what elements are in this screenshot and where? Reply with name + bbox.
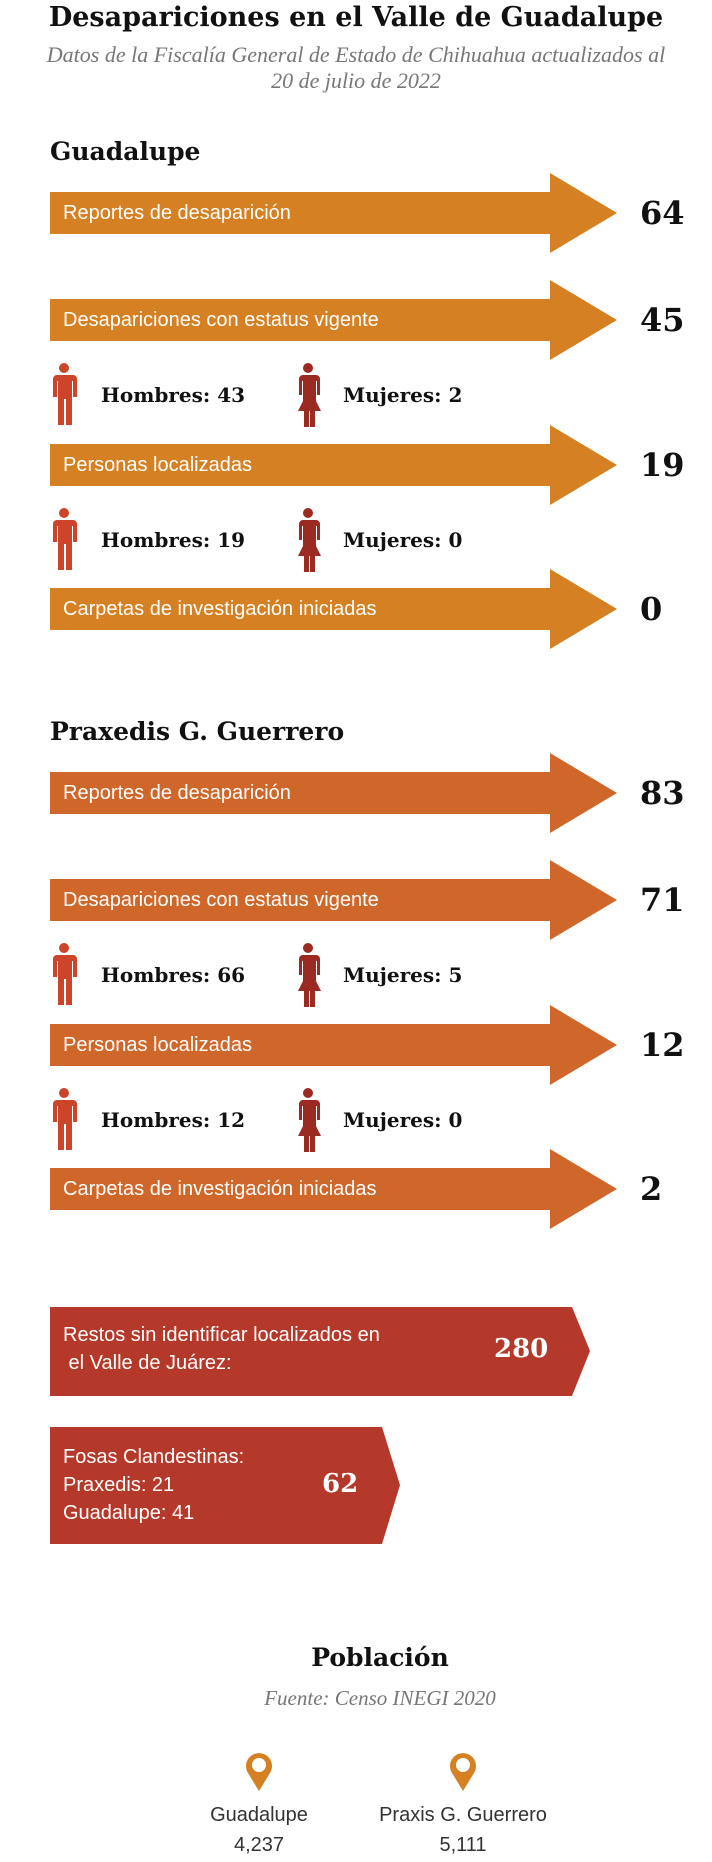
reportes-value: 83 <box>640 774 685 812</box>
arrow-shape <box>50 280 617 360</box>
vigente-value: 45 <box>640 301 685 339</box>
localizadas-arrow: Personas localizadas <box>50 1005 617 1085</box>
reportes-label: Reportes de desaparición <box>63 782 291 804</box>
vigente-label: Desapariciones con estatus vigente <box>63 309 379 331</box>
mujeres-count: Mujeres: 0 <box>343 528 463 552</box>
fosas-line1: Fosas Clandestinas: <box>63 1446 245 1468</box>
map-pin-icon <box>246 1753 272 1791</box>
reportes-arrow: Reportes de desaparición <box>50 753 617 833</box>
carpetas-label: Carpetas de investigación iniciadas <box>63 598 377 620</box>
vigente-arrow: Desapariciones con estatus vigente <box>50 280 617 360</box>
woman-icon <box>298 363 321 427</box>
map-pin-icon <box>450 1753 476 1791</box>
arrow-shape <box>50 860 617 940</box>
vigente-value: 71 <box>640 881 685 919</box>
arrow-shape <box>50 753 617 833</box>
localizadas-value: 12 <box>640 1026 685 1064</box>
fosas-line2: Praxedis: 21 <box>63 1474 175 1496</box>
mujeres-count: Mujeres: 5 <box>343 963 463 987</box>
hombres-count: Hombres: 12 <box>101 1108 246 1132</box>
restos-line1: Restos sin identificar localizados en <box>63 1324 380 1346</box>
poblacion-title: Población <box>311 1643 449 1672</box>
localizadas-label: Personas localizadas <box>63 1034 252 1056</box>
carpetas-arrow: Carpetas de investigación iniciadas <box>50 569 617 649</box>
fosas-value: 62 <box>322 1469 359 1499</box>
arrow-shape <box>50 425 617 505</box>
reportes-value: 64 <box>640 194 685 232</box>
man-icon <box>53 508 77 570</box>
localizadas-label: Personas localizadas <box>63 454 252 476</box>
arrow-shape <box>50 173 617 253</box>
carpetas-value: 2 <box>640 1170 663 1208</box>
restos-line2: el Valle de Juárez: <box>63 1352 232 1374</box>
hombres-count: Hombres: 43 <box>101 383 246 407</box>
woman-icon <box>298 1088 321 1152</box>
poblacion-name: Guadalupe <box>210 1804 308 1826</box>
fosas-shape <box>50 1427 400 1544</box>
arrow-shape <box>50 1149 617 1229</box>
section-heading: Guadalupe <box>50 137 201 166</box>
poblacion-value: 5,111 <box>439 1834 487 1856</box>
fosas-line3: Guadalupe: 41 <box>63 1502 195 1524</box>
carpetas-arrow: Carpetas de investigación iniciadas <box>50 1149 617 1229</box>
poblacion-name: Praxis G. Guerrero <box>379 1804 547 1826</box>
page-title: Desapariciones en el Valle de Guadalupe <box>48 2 664 33</box>
man-icon <box>53 1088 77 1150</box>
man-icon <box>53 943 77 1005</box>
carpetas-value: 0 <box>640 590 663 628</box>
section-heading: Praxedis G. Guerrero <box>50 717 345 746</box>
restos-value: 280 <box>494 1334 549 1364</box>
mujeres-count: Mujeres: 2 <box>343 383 463 407</box>
arrow-shape <box>50 1005 617 1085</box>
woman-icon <box>298 943 321 1007</box>
vigente-arrow: Desapariciones con estatus vigente <box>50 860 617 940</box>
hombres-count: Hombres: 66 <box>101 963 246 987</box>
restos-shape <box>50 1307 590 1396</box>
woman-icon <box>298 508 321 572</box>
reportes-arrow: Reportes de desaparición <box>50 173 617 253</box>
subtitle-line2: 20 de julio de 2022 <box>271 68 441 93</box>
hombres-count: Hombres: 19 <box>101 528 246 552</box>
vigente-label: Desapariciones con estatus vigente <box>63 889 379 911</box>
arrow-shape <box>50 569 617 649</box>
localizadas-value: 19 <box>640 446 685 484</box>
restos-box: Restos sin identificar localizados en el… <box>50 1307 592 1396</box>
mujeres-count: Mujeres: 0 <box>343 1108 463 1132</box>
carpetas-label: Carpetas de investigación iniciadas <box>63 1178 377 1200</box>
reportes-label: Reportes de desaparición <box>63 202 291 224</box>
poblacion-source: Fuente: Censo INEGI 2020 <box>264 1686 496 1710</box>
man-icon <box>53 363 77 425</box>
localizadas-arrow: Personas localizadas <box>50 425 617 505</box>
poblacion-value: 4,237 <box>233 1834 285 1856</box>
subtitle-line1: Datos de la Fiscalía General de Estado d… <box>46 42 666 67</box>
fosas-box: Fosas Clandestinas: Praxedis: 21 Guadalu… <box>50 1427 402 1544</box>
